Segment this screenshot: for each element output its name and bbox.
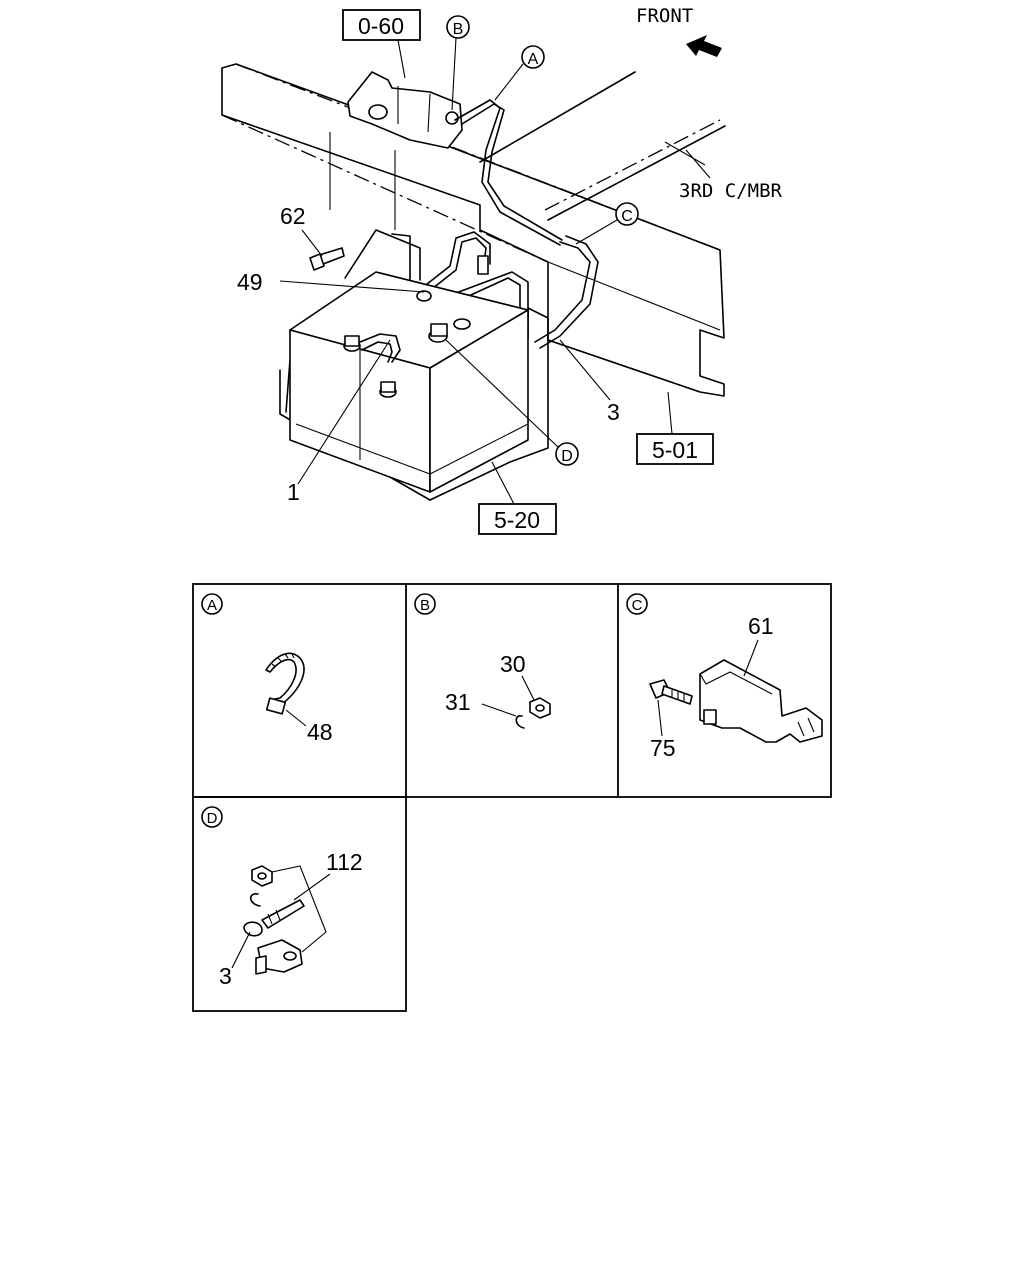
- nut-icon: [529, 697, 551, 719]
- detail-panels: A 48 B 30 31: [192, 583, 832, 1012]
- callout-c: C: [615, 202, 639, 226]
- part-number-49: 49: [237, 269, 263, 295]
- part-number-48: 48: [307, 719, 333, 745]
- main-assembly-view: FRONT: [221, 5, 783, 535]
- starter-motor: [347, 71, 463, 149]
- washer-icon: [515, 715, 525, 729]
- detail-panel-c: C 61 75: [626, 593, 823, 761]
- ref-box-5-01: 5-01: [636, 433, 714, 465]
- svg-text:C: C: [632, 597, 643, 614]
- callout-a: A: [521, 45, 545, 69]
- svg-text:A: A: [528, 51, 539, 68]
- detail-panel-a: A 48: [201, 593, 333, 745]
- terminal-clamp-icon: [243, 865, 305, 975]
- svg-text:5-20: 5-20: [494, 507, 540, 533]
- ref-box-5-20: 5-20: [478, 503, 557, 535]
- callout-d: D: [555, 442, 579, 466]
- svg-text:5-01: 5-01: [652, 437, 698, 463]
- front-arrow-icon: [686, 35, 722, 57]
- ref-box-0-60: 0-60: [342, 9, 421, 41]
- callout-b: B: [446, 15, 470, 39]
- part-number-61: 61: [748, 613, 774, 639]
- part-number-112: 112: [326, 849, 363, 875]
- part-number-31: 31: [445, 689, 471, 715]
- svg-text:B: B: [453, 21, 464, 38]
- cable-clip-icon: [265, 652, 305, 715]
- svg-text:C: C: [621, 208, 633, 225]
- part-number-75: 75: [650, 735, 676, 761]
- svg-text:A: A: [207, 597, 217, 614]
- bolt-icon: [649, 679, 693, 705]
- part-number-1: 1: [287, 479, 300, 505]
- third-crossmember: [479, 71, 726, 221]
- svg-text:B: B: [420, 597, 430, 614]
- svg-text:D: D: [561, 448, 573, 465]
- part-number-30: 30: [500, 651, 526, 677]
- part-number-3: 3: [607, 399, 620, 425]
- part-number-3-detail: 3: [219, 963, 232, 989]
- detail-panel-b: B 30 31: [414, 593, 551, 729]
- part-number-62: 62: [280, 203, 306, 229]
- svg-text:0-60: 0-60: [358, 13, 404, 39]
- detail-panel-d: D 112 3: [201, 806, 363, 989]
- battery: [289, 271, 529, 493]
- battery-terminals: [343, 290, 471, 398]
- bracket-icon: [699, 659, 823, 743]
- front-label: FRONT: [636, 5, 693, 27]
- svg-text:D: D: [207, 810, 218, 827]
- crossmember-label: 3RD C/MBR: [679, 180, 783, 202]
